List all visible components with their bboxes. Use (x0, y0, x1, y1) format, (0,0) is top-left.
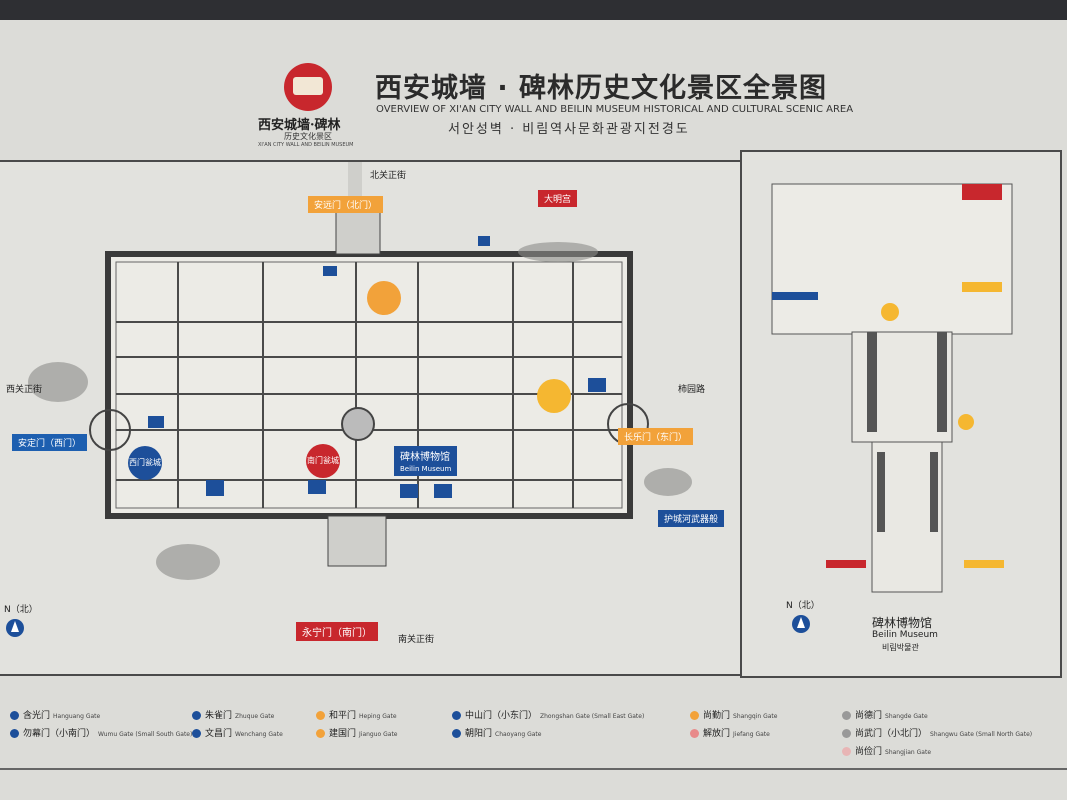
museum-title-en: Beilin Museum (872, 630, 938, 640)
page-title-english: OVERVIEW OF XI'AN CITY WALL AND BEILIN M… (376, 104, 854, 115)
top-frame (0, 0, 1067, 22)
north-label-right: N（北） (786, 601, 820, 611)
legend-item: 中山门（小东门）Zhongshan Gate (Small East Gate) (452, 708, 644, 721)
gate-marker-icon (842, 729, 851, 738)
label-beiguan-street: 北关正街 (370, 171, 407, 181)
page-title-korean: 서안성벽 · 비림역사문화관광지전경도 (448, 122, 690, 137)
city-wall-map: 北关正街 安远门（北门） 大明宫 西关正街 安定门（西门） 西门瓮城 南门瓮城 … (0, 160, 742, 676)
gate-yongning: 永宁门（南门） (296, 622, 378, 641)
map-drawing (6, 162, 692, 637)
beilin-museum-map: N（北） 碑林博物馆 Beilin Museum 비림박물관 (740, 150, 1062, 678)
beilin-name-en: Beilin Museum (400, 465, 452, 473)
marker-south-barbican: 南门瓮城 (306, 444, 340, 478)
gate-marker-icon (690, 729, 699, 738)
label-damingong: 大明宫 (538, 190, 578, 207)
marker-west-barbican: 西门瓮城 (128, 446, 162, 480)
north-label-left: N（北） (4, 605, 38, 615)
label-xiguan-street: 西关正街 (6, 385, 43, 395)
gate-marker-icon (842, 711, 851, 720)
gate-marker-icon (316, 729, 325, 738)
gate-marker-icon (452, 729, 461, 738)
museum-title-cn: 碑林博物馆 (872, 616, 933, 630)
legend-divider (0, 768, 1067, 770)
gate-marker-icon (10, 711, 19, 720)
gate-marker-icon (10, 729, 19, 738)
gate-marker-icon (842, 747, 851, 756)
gate-changle: 长乐门（东门） (618, 428, 694, 445)
gate-marker-icon (316, 711, 325, 720)
label-shiyuan-road: 柿园路 (678, 385, 706, 395)
gate-marker-icon (452, 711, 461, 720)
gate-marker-icon (690, 711, 699, 720)
gate-anding: 安定门（西门） (12, 434, 88, 451)
gate-marker-icon (192, 729, 201, 738)
legend-item: 勿幕门（小南门）Wumu Gate (Small South Gate) (10, 726, 192, 739)
label-moat-weapons: 护城河武器般 (658, 510, 725, 527)
museum-drawing (771, 183, 1013, 633)
logo-text: 西安城墙·碑林 (258, 118, 341, 133)
logo-emblem (284, 63, 332, 111)
beilin-name-cn: 碑林博物馆 (400, 452, 450, 463)
gate-marker-icon (192, 711, 201, 720)
label-nanguan-street: 南关正街 (398, 635, 435, 645)
logo-subtitle: 历史文化景区 (284, 132, 332, 141)
label-beilin-museum: 碑林博物馆 Beilin Museum (394, 446, 458, 476)
page-title: 西安城墙 · 碑林历史文化景区全景图 (375, 73, 828, 104)
gate-anyuan: 安远门（北门） (308, 196, 384, 213)
logo-english: XI'AN CITY WALL AND BEILIN MUSEUM (258, 142, 354, 148)
museum-title-ko: 비림박물관 (882, 643, 919, 652)
legend-item: 尚武门（小北门）Shangwu Gate (Small North Gate) (842, 726, 1032, 739)
